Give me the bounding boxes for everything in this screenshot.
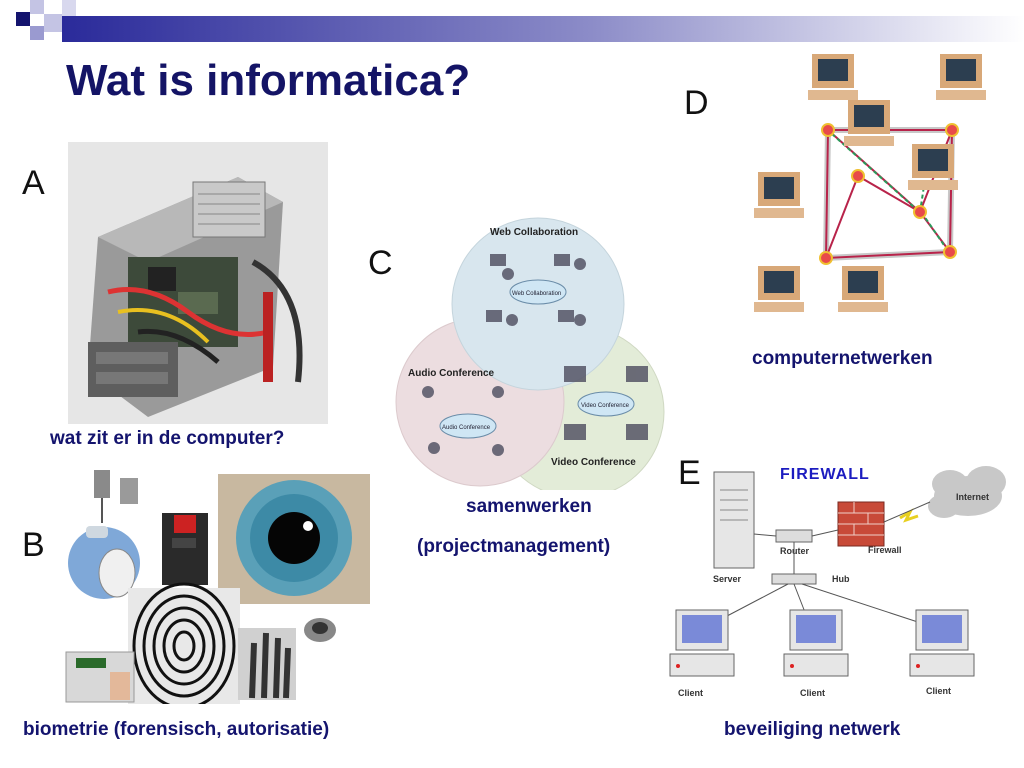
router-icon [775,529,813,543]
header-decoration [16,0,1024,42]
video-conference-label: Video Conference [551,457,636,468]
internet-cloud-icon [928,466,1006,518]
panel-a-caption: wat zit er in de computer? [50,428,285,449]
client-label-1: Client [678,688,703,698]
firewall-diagram: Server Router Firewall Internet Hub Clie… [669,466,1006,698]
firewall-label: Firewall [868,545,902,555]
client-label-3: Client [926,686,951,696]
panel-a-letter: A [22,164,45,202]
panel-c-letter: C [368,244,393,282]
panel-b-letter: B [22,526,45,564]
panel-e-letter: E [678,454,701,492]
firewall-title: FIREWALL [780,466,870,483]
computer-case-photo [68,142,328,424]
internet-label: Internet [956,492,989,502]
panel-d-caption: computernetwerken [752,348,933,369]
web-collaboration-label: Web Collaboration [490,227,578,238]
video-conference-cloud-label: Video Conference [581,403,630,409]
client-label-2: Client [800,688,825,698]
lightning-icon [899,508,919,523]
hub-icon [771,573,817,585]
slide-title: Wat is informatica? [66,56,471,105]
server-label: Server [713,574,742,584]
router-label: Router [780,546,809,556]
network-computers [754,54,986,312]
panel-b-caption: biometrie (forensisch, autorisatie) [23,719,330,740]
panel-e-caption: beveiliging netwerk [724,719,901,740]
panel-c-caption-line1: samenwerken [466,496,592,517]
audio-conference-cloud-label: Audio Conference [442,425,491,431]
biometrics-collage [65,470,370,704]
client-computers [669,609,975,677]
hub-label: Hub [832,574,850,584]
panel-c-caption-line2: (projectmanagement) [417,536,611,557]
panel-d-letter: D [684,84,709,122]
network-diagram [754,54,986,312]
audio-conference-label: Audio Conference [408,368,495,379]
web-collaboration-cloud-label: Web Collaboration [512,291,561,297]
collaboration-venn-diagram: Web Collaboration Audio Conference Video… [395,217,665,490]
